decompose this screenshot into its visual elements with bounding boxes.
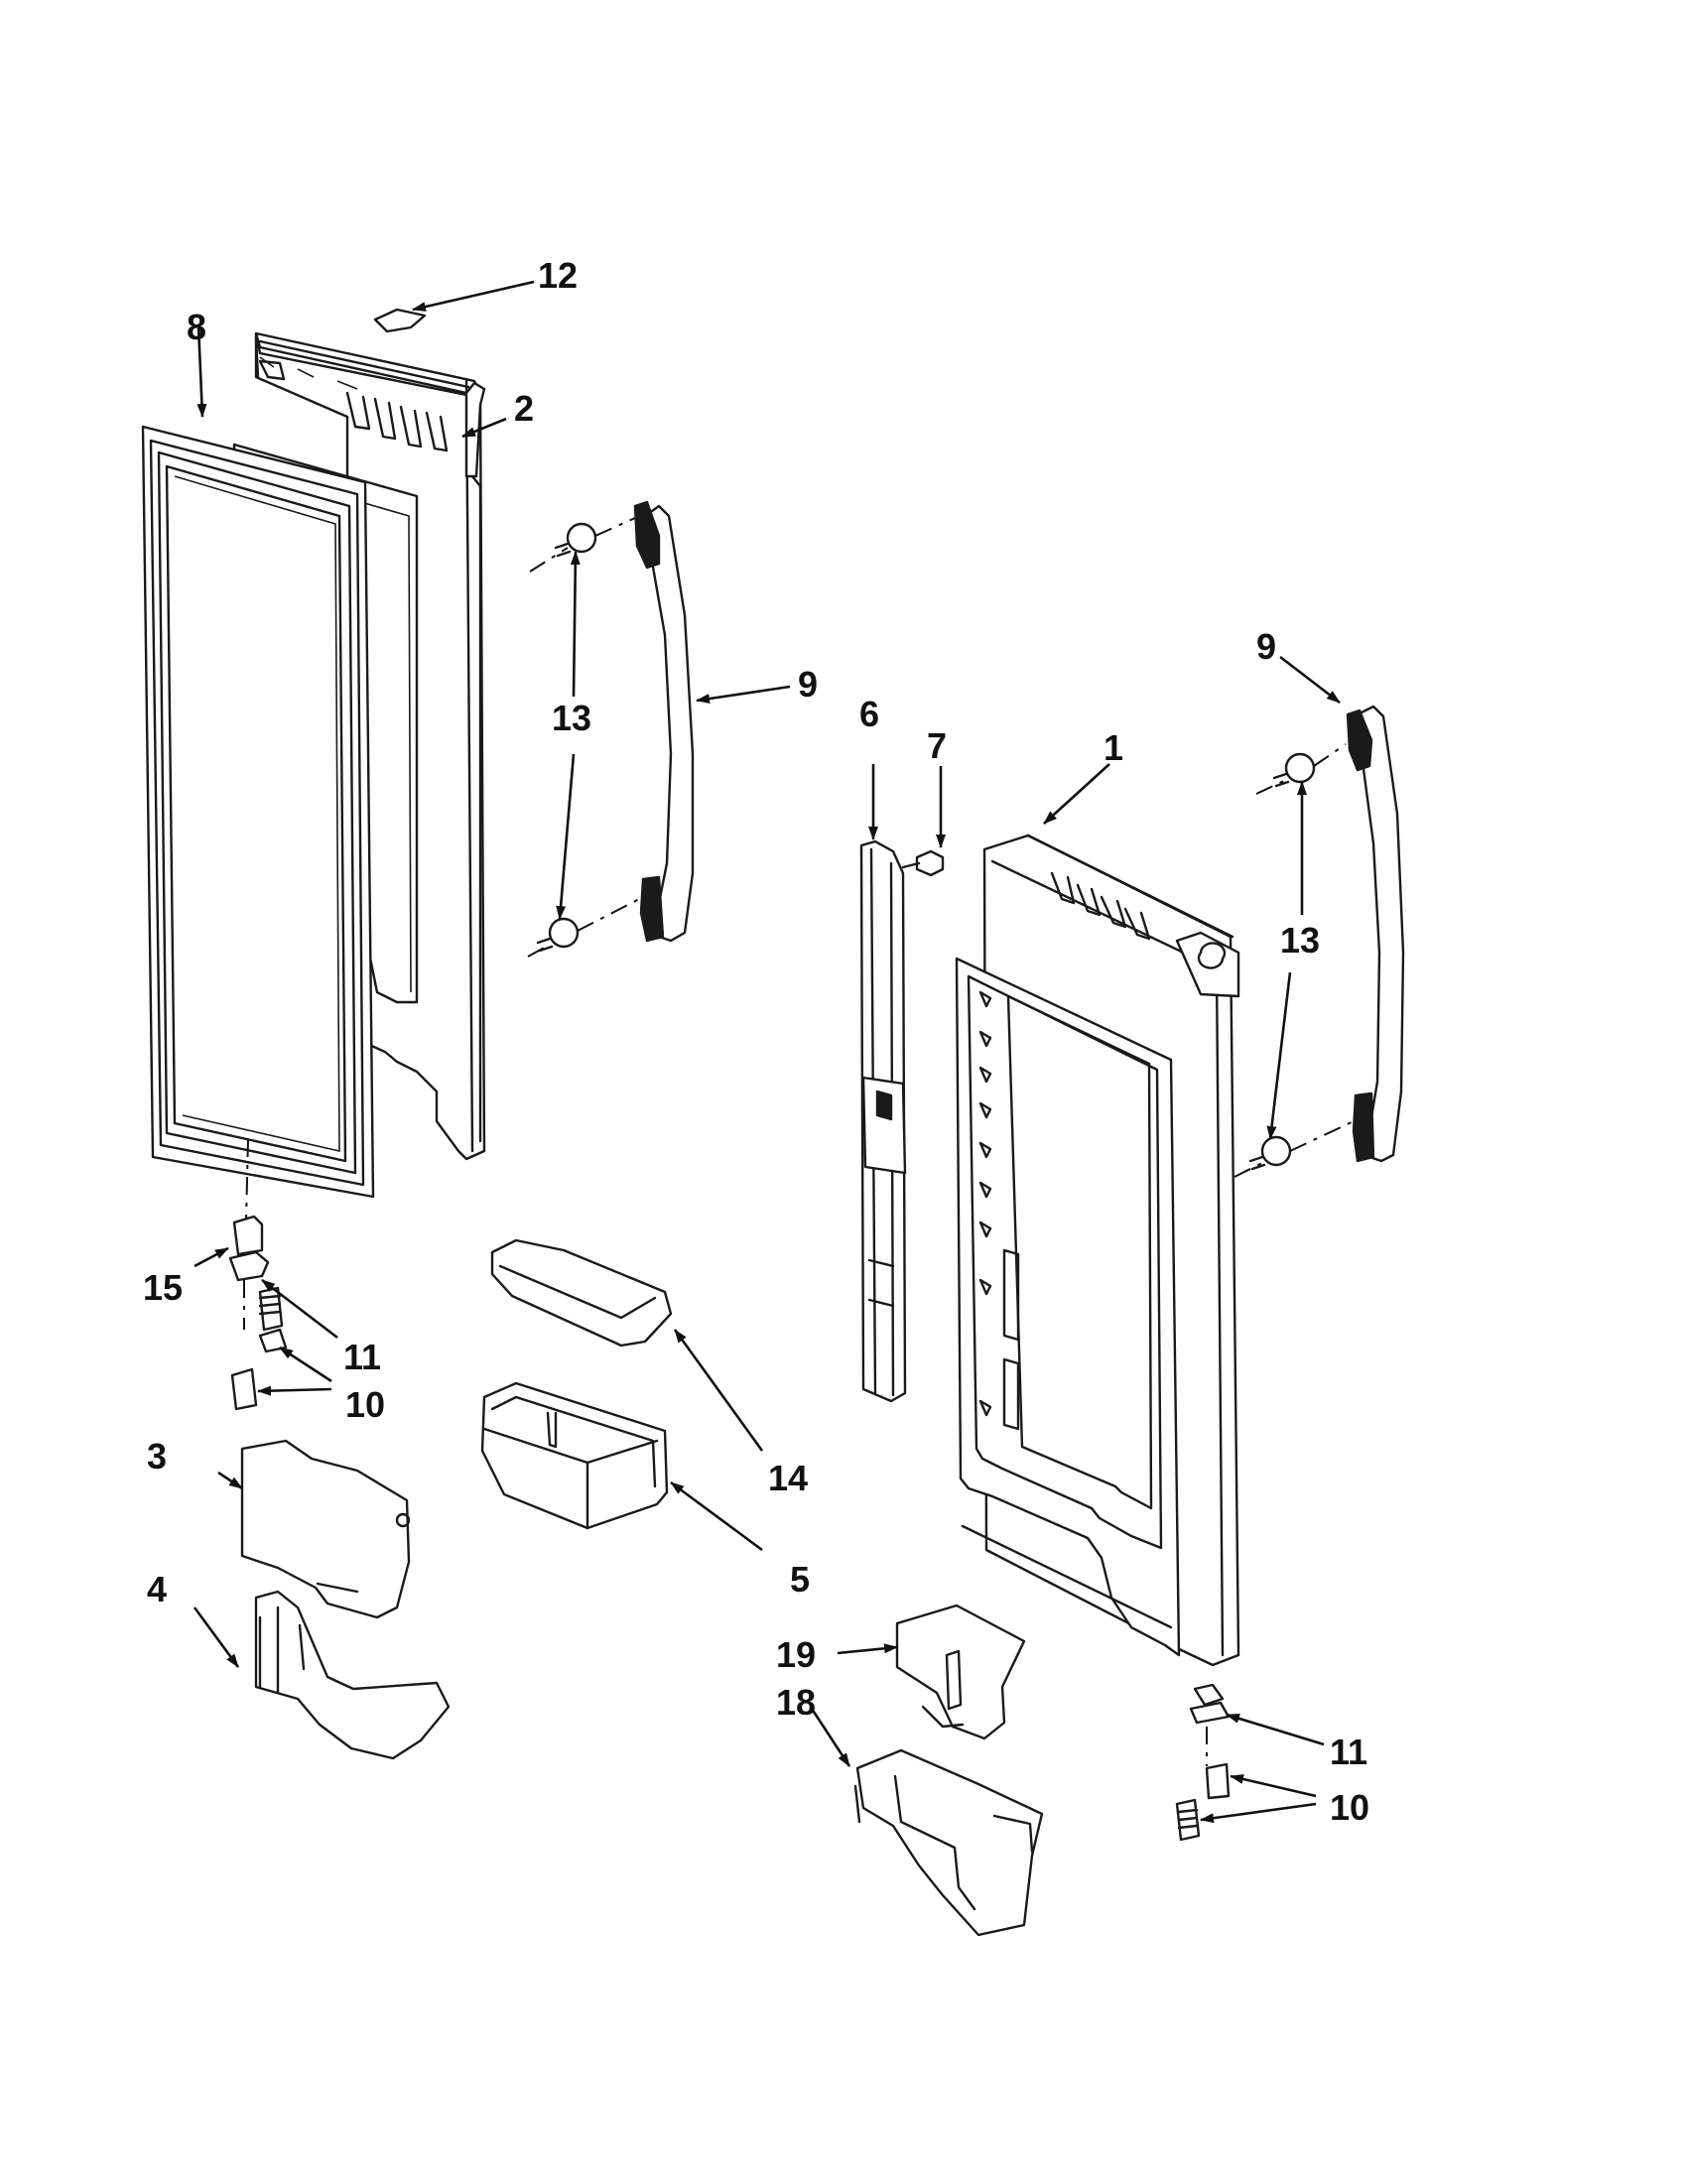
center-mullion: [859, 839, 907, 1403]
part-3-hinge-cover: [240, 1439, 411, 1619]
callout-14: 14: [768, 1458, 808, 1498]
callout-13-right: 13: [1280, 920, 1320, 961]
callout-9-left: 9: [798, 664, 818, 705]
callout-numbers: 12 8 2 13 9 9 6 7 1 13 15 11 10 3 14 4 5…: [143, 255, 1369, 1828]
left-hinge-parts: [228, 1138, 288, 1411]
left-door-top-cap: [254, 331, 486, 478]
callout-11-right: 11: [1330, 1732, 1367, 1772]
leader-lines: [193, 280, 1341, 1824]
part-18-bracket: [853, 1748, 1044, 1937]
callout-1: 1: [1104, 727, 1123, 768]
left-handle: [633, 500, 695, 943]
part-5-door-bin: [480, 1381, 669, 1530]
callout-8: 8: [187, 307, 206, 347]
part-4-bracket: [254, 1590, 451, 1760]
handle-screws: [527, 517, 1355, 1178]
callout-4: 4: [147, 1569, 167, 1609]
callout-9-right: 9: [1256, 626, 1276, 667]
part-14-bin-lid: [490, 1238, 673, 1348]
left-door-gasket: [141, 425, 375, 1199]
callout-7: 7: [927, 725, 947, 766]
callout-15: 15: [143, 1267, 183, 1308]
callout-13-left: 13: [552, 698, 591, 738]
callout-10-right: 10: [1330, 1787, 1369, 1828]
right-door: [955, 834, 1240, 1667]
right-hinge-parts: [1175, 1683, 1231, 1842]
part-7-screw: [901, 849, 945, 877]
callout-19: 19: [776, 1634, 816, 1675]
callout-6: 6: [859, 694, 879, 734]
part-19-bracket: [895, 1604, 1026, 1740]
callout-2: 2: [514, 388, 534, 429]
callout-11-left: 11: [343, 1337, 381, 1377]
callout-3: 3: [147, 1436, 167, 1477]
callout-18: 18: [776, 1682, 816, 1723]
callout-12: 12: [538, 255, 578, 296]
callout-10-left: 10: [345, 1384, 385, 1425]
callout-5: 5: [790, 1559, 810, 1600]
part-12-top-insert: [373, 308, 427, 333]
right-handle: [1346, 705, 1405, 1163]
